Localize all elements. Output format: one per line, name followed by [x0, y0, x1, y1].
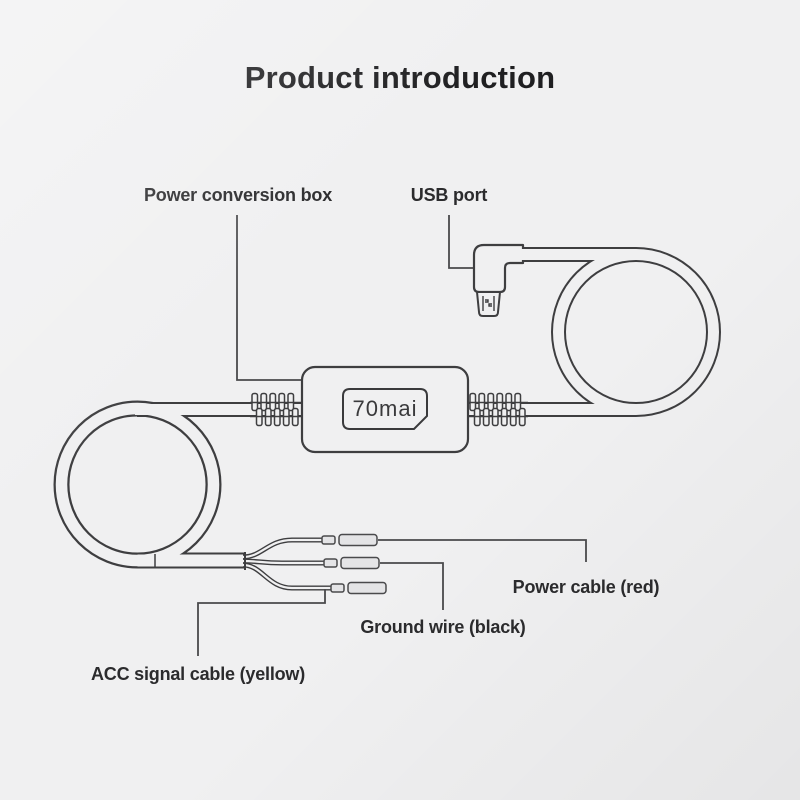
- cable-bg-pass: [55, 249, 719, 567]
- leader-power-cable: [378, 539, 587, 562]
- label-power-cable: Power cable (red): [512, 577, 660, 597]
- power-wire-crimp: [321, 535, 336, 545]
- brand-logo: 70mai: [352, 396, 418, 421]
- page-title: Product introduction: [244, 60, 556, 95]
- label-acc-signal-cable: ACC signal cable (yellow): [90, 664, 306, 684]
- acc-wire-ferrule: [347, 581, 387, 595]
- wire-terminals: [321, 533, 387, 595]
- wires-hollow: [242, 538, 331, 590]
- rib-core-lines: [250, 401, 528, 418]
- power-wire-ferrule: [338, 533, 378, 547]
- leader-lines: [197, 215, 587, 656]
- label-usb-port: USB port: [410, 185, 488, 205]
- logo-plate: [342, 388, 428, 430]
- strain-relief-left: [251, 392, 299, 427]
- strain-relief-right: [469, 392, 526, 427]
- acc-wire-crimp: [330, 583, 345, 593]
- leader-acc-cable: [197, 589, 326, 656]
- ground-wire-ferrule: [340, 556, 380, 570]
- usb-connector-body: [472, 243, 525, 294]
- label-power-conversion-box: Power conversion box: [143, 185, 333, 205]
- leader-ground-wire: [380, 562, 444, 610]
- ground-wire-crimp: [323, 558, 338, 568]
- leader-usb-port: [448, 215, 473, 269]
- label-ground-wire: Ground wire (black): [360, 617, 526, 637]
- leader-power-box: [236, 215, 301, 381]
- usb-plug-contacts: [482, 296, 495, 311]
